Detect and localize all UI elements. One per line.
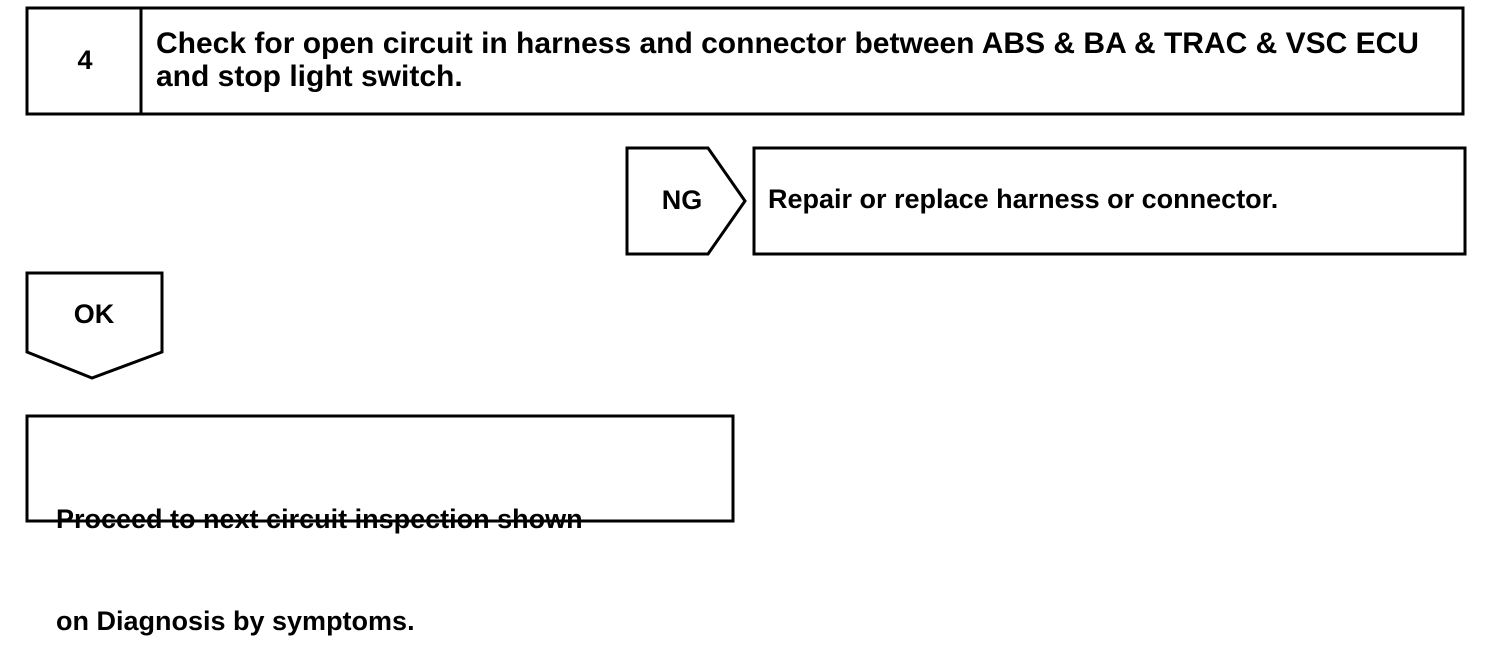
step-number: 4 (77, 45, 93, 75)
ok-arrow-shape (25, 271, 164, 380)
ng-label: NG (661, 185, 703, 215)
ok-action-box (25, 414, 735, 523)
ng-action-text: Repair or replace harness or connector. (768, 184, 1279, 214)
diagram-shapes (25, 6, 1467, 523)
step-box (25, 6, 1465, 116)
ok-action-line-1: Proceed to next circuit inspection shown (56, 504, 583, 534)
ok-action-line-2: on Diagnosis by symptoms. (56, 606, 415, 636)
ok-action-text: Proceed to next circuit inspection shown… (56, 434, 583, 672)
ok-label: OK (73, 298, 115, 329)
ng-arrow-shape (625, 146, 747, 256)
step-title: Check for open circuit in harness and co… (156, 27, 1419, 93)
ng-action-box (752, 146, 1467, 256)
